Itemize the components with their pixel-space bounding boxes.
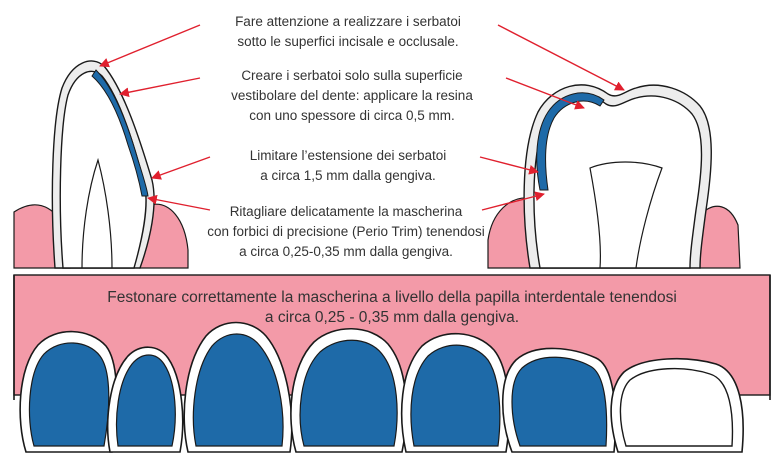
arch-tooth-molar-3 [610,357,744,453]
molar-pulp [589,161,663,269]
tooth-crown [619,367,734,447]
arch-tooth-canine [183,321,293,453]
note-vestibular-reservoir: Creare i serbatoi solo sulla superficie … [231,68,473,123]
tooth-reservoir [511,356,608,447]
molar-reservoir [536,92,605,191]
tooth-reservoir [28,342,110,447]
note-incisal-reservoir: Fare attenzione a realizzare i serbatoi … [235,14,461,49]
note-extension-limit: Limitare l’estensione dei serbatoi a cir… [249,148,447,183]
arch-tooth-lateral [106,346,184,453]
molar-section-view [487,84,741,269]
molar-gum-right [699,205,741,269]
arch-tooth-premolar-1 [290,327,408,453]
arrow-incisal-to-molar [497,24,625,91]
tooth-reservoir [410,344,501,447]
arch-tooth-molar-2 [501,347,617,453]
arch-tooth-molar-1 [19,330,118,453]
tooth-reservoir [299,339,398,447]
molar-crown [533,95,703,269]
arrow-incisal-to-incisor [99,24,201,68]
note-trim-tray: Ritagliare delicatamente la mascherina c… [207,204,485,259]
callout-arrows [99,24,625,211]
arrow-trim-to-molar [481,191,545,211]
arrow-vestibular-to-incisor [119,77,201,98]
incisor-side-view [13,60,189,269]
arrow-trim-to-incisor [147,194,211,211]
arrow-vestibular-to-molar [505,77,585,110]
arrow-extension-to-molar [479,156,539,175]
dental-arch [13,274,771,453]
tooth-reservoir [192,333,284,447]
incisor-crown [59,70,147,269]
arch-tooth-premolar-2 [400,332,510,453]
tooth-reservoir [115,354,176,447]
note-festoon-papilla: Festonare correttamente la mascherina a … [107,289,677,326]
incisor-pulp [81,157,113,269]
arrow-extension-to-incisor [151,156,211,180]
